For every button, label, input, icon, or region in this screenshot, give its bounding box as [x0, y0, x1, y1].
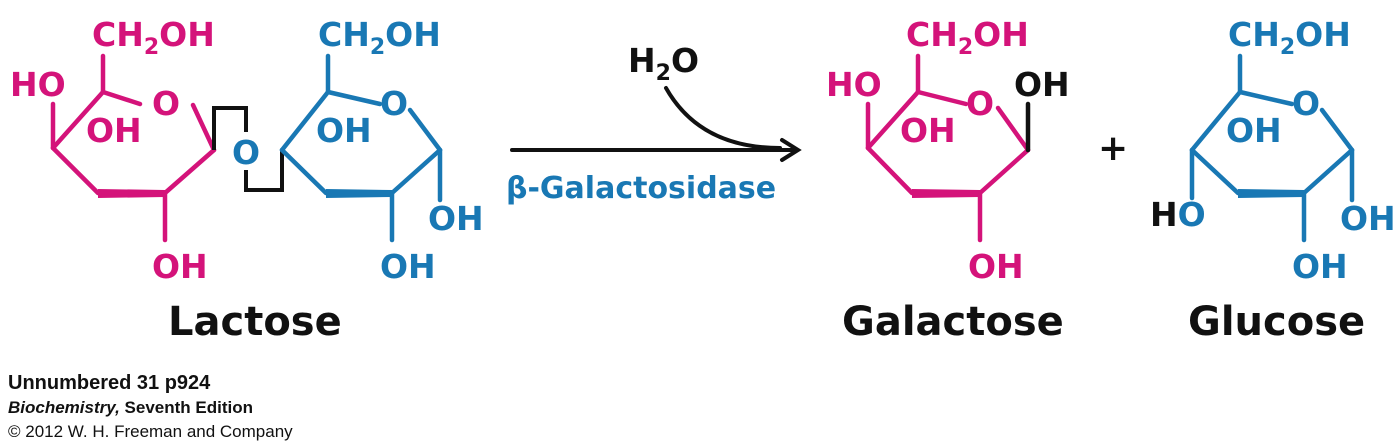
- lactose-gal-ch2oh-label: CH2OH: [92, 15, 215, 60]
- galactose-ring-oxygen: O: [966, 84, 994, 123]
- glucose-ring-front-bond: [1238, 189, 1304, 198]
- glucose-oh-label: OH: [1226, 111, 1282, 150]
- glycosidic-bond: [212, 106, 284, 192]
- glucose-ch2oh-label: CH2OH: [1228, 15, 1351, 60]
- lactose-glc-ch2oh-label: CH2OH: [318, 15, 441, 60]
- glucose-ring-oxygen: O: [1292, 84, 1320, 123]
- plus-sign: +: [1098, 128, 1128, 169]
- lactose-glucose-ring: [279, 53, 443, 243]
- galactose-oh-label: OH: [900, 111, 956, 150]
- book-citation: Biochemistry, Seventh Edition: [8, 398, 253, 418]
- galactose-anomeric-oh-label: OH: [1014, 65, 1070, 104]
- glucose-oh-right-label: OH: [1340, 199, 1396, 238]
- lactose-glc-oh-right-label: OH: [428, 199, 484, 238]
- galactose-ch2oh-label: CH2OH: [906, 15, 1029, 60]
- copyright-notice: © 2012 W. H. Freeman and Company: [8, 422, 293, 441]
- galactose-oh-bottom-label: OH: [968, 247, 1024, 286]
- galactose-ring-front-bond: [912, 189, 980, 198]
- book-edition: Seventh Edition: [119, 398, 253, 417]
- lactose-gal-ring-oxygen: O: [152, 84, 180, 123]
- reaction-arrow: [510, 86, 802, 162]
- lactose-galactose-ring: [50, 53, 217, 243]
- glucose-ho-label: HO: [1150, 195, 1206, 234]
- lactose-gal-ho-label: HO: [10, 65, 66, 104]
- enzyme-label: β-Galactosidase: [506, 171, 776, 206]
- figure-id: Unnumbered 31 p924: [8, 372, 211, 394]
- lactose-glc-oh-bottom-label: OH: [380, 247, 436, 286]
- water-label: H2O: [628, 41, 699, 86]
- lactose-glc-oh-label: OH: [316, 111, 372, 150]
- lactose-glucose-ring-front-bond: [326, 189, 392, 198]
- lactose-gal-oh-bottom-label: OH: [152, 247, 208, 286]
- lactose-galactose-ring-front-bond: [98, 189, 165, 198]
- lactose-glc-ring-oxygen: O: [380, 84, 408, 123]
- glycosidic-oxygen: O: [232, 133, 260, 172]
- book-title: Biochemistry,: [8, 398, 120, 417]
- glucose-ring: [1189, 53, 1355, 243]
- galactose-ring: [865, 53, 1031, 243]
- lactose-gal-oh-label: OH: [86, 111, 142, 150]
- glucose-oh-bottom-label: OH: [1292, 247, 1348, 286]
- galactose-ho-label: HO: [826, 65, 882, 104]
- galactose-label: Galactose: [842, 299, 1064, 345]
- glucose-label: Glucose: [1188, 299, 1365, 345]
- lactose-label: Lactose: [168, 299, 342, 345]
